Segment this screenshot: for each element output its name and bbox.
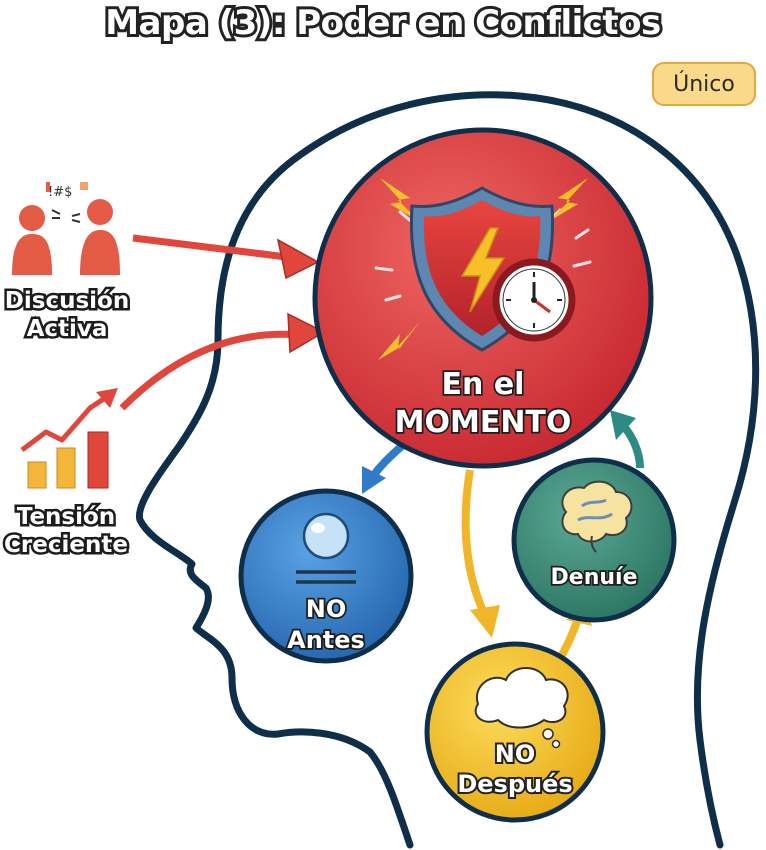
bubble-icon (296, 512, 356, 584)
lightning-icon (380, 178, 420, 222)
input-discusion-line2: Activa (27, 316, 108, 342)
arrow-tension-to-center (119, 312, 326, 411)
arrow-denuie-to-center (610, 410, 644, 469)
antes-line2: Antes (287, 626, 365, 654)
input-discusion-line1: Discusión (5, 288, 129, 314)
svg-text:!#$: !#$ (48, 185, 72, 200)
thought-cloud-icon (474, 667, 569, 749)
arguing-people-icon: !#$ (12, 182, 120, 275)
denuie-label: Denuíe (551, 565, 638, 590)
node-despues: NO Después (424, 641, 606, 823)
node-center: En el MOMENTO (312, 127, 654, 469)
center-line1: En el (442, 367, 525, 402)
node-denuie: Denuíe (511, 457, 677, 623)
lightning-icon (378, 322, 420, 360)
arrow-center-to-despues (461, 469, 500, 638)
brain-icon (561, 480, 633, 553)
center-line2: MOMENTO (395, 405, 572, 440)
input-tension-line2: Creciente (4, 532, 128, 558)
shield-clock-icon (409, 186, 576, 352)
arrow-center-to-antes (362, 441, 406, 494)
diagram-title: Mapa (3): Poder en Conflictos (105, 3, 661, 43)
despues-line1: NO (495, 740, 536, 768)
lightning-icon (548, 178, 588, 222)
status-badge: Único (652, 62, 756, 106)
despues-line2: Después (457, 770, 572, 798)
antes-line1: NO (306, 595, 347, 623)
node-antes: NO Antes (238, 488, 414, 664)
input-tension-line1: Tensión (17, 504, 115, 530)
rising-chart-icon (20, 388, 118, 489)
arrow-discusion-to-center (132, 234, 320, 280)
head-outline (135, 91, 760, 849)
